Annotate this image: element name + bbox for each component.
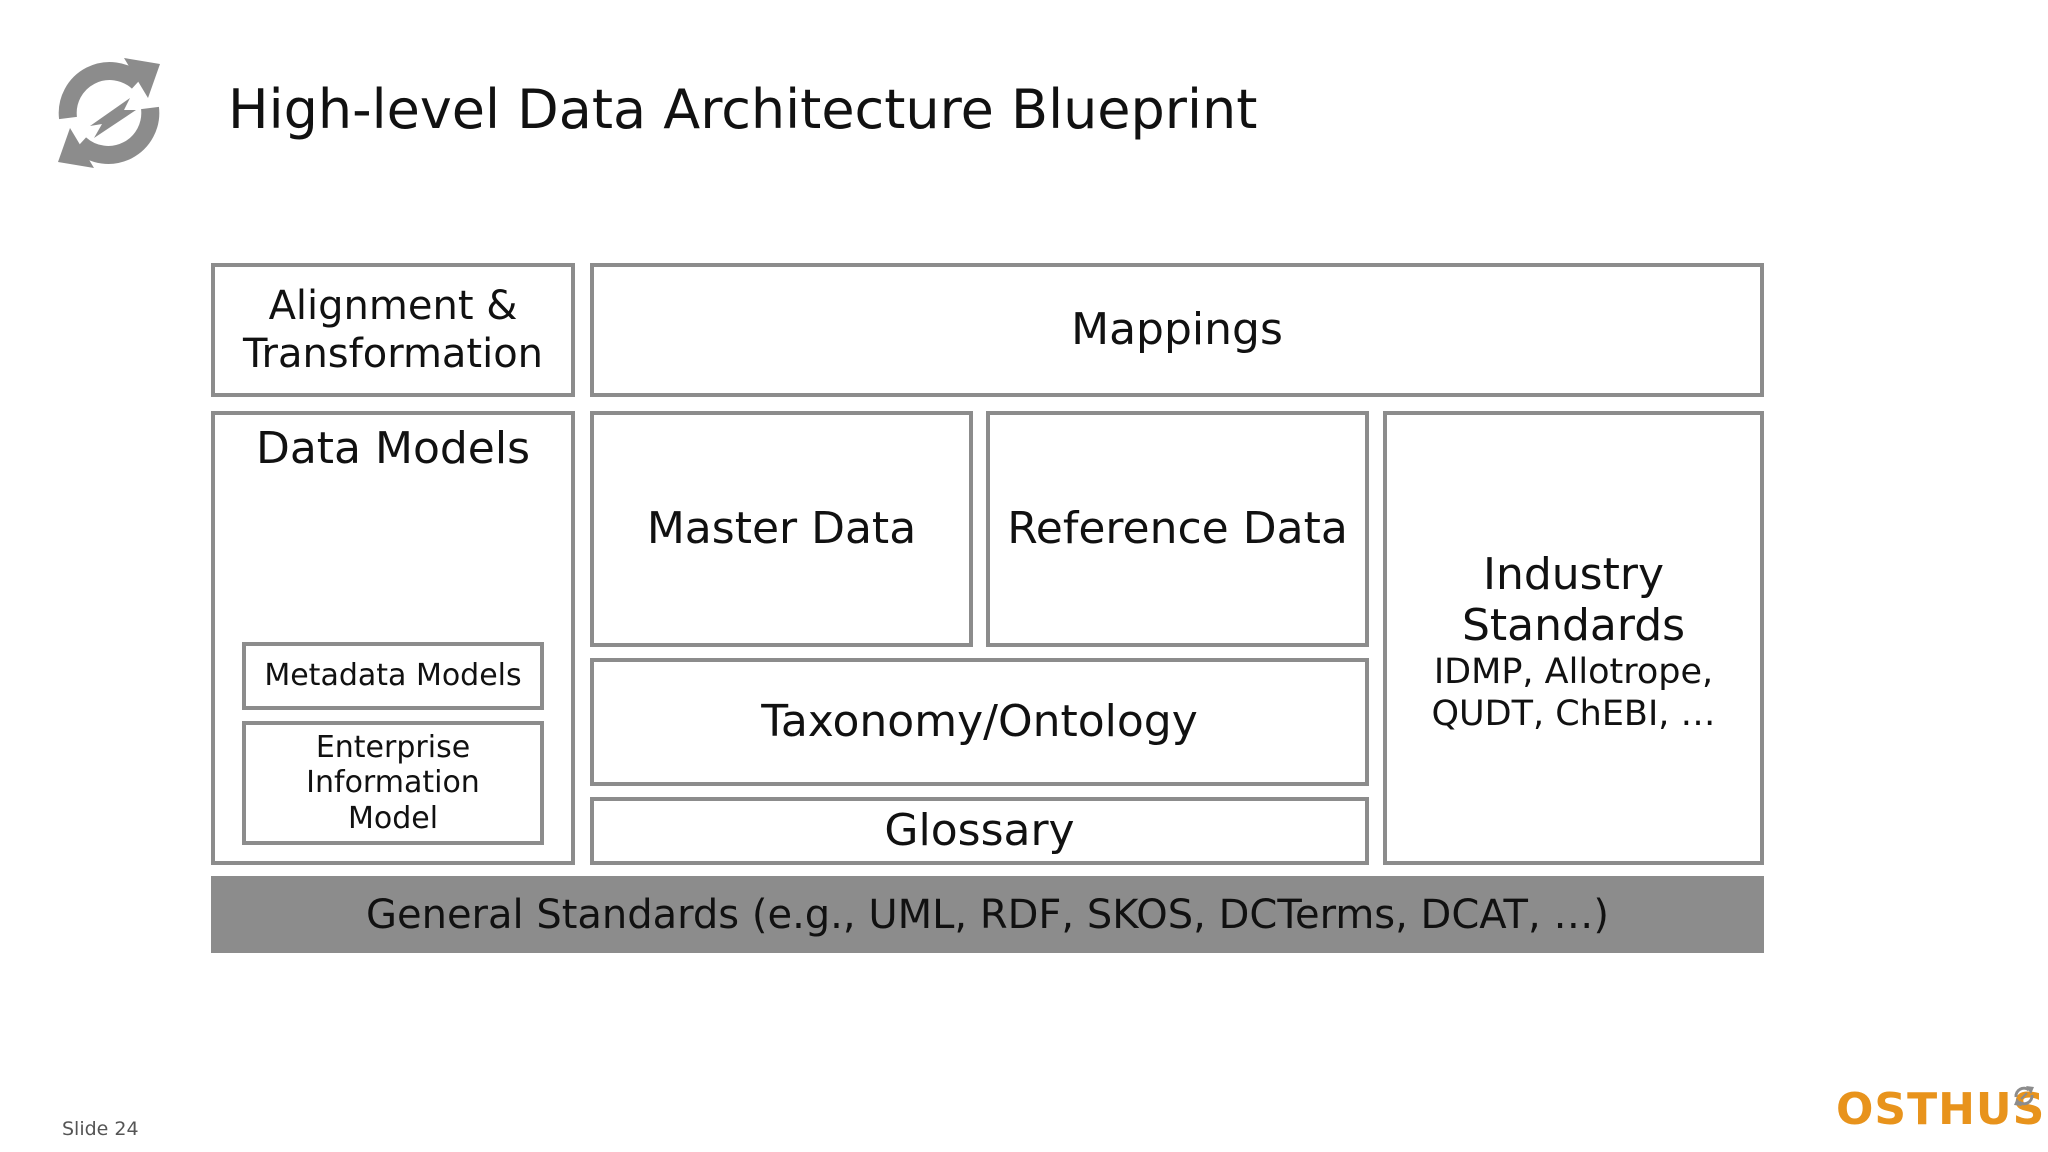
- header-logo: [48, 52, 170, 174]
- industry-standards-box: Industry Standards IDMP, Allotrope, QUDT…: [1383, 411, 1764, 865]
- osthus-brand-text: OSTHUS: [1836, 1084, 2046, 1135]
- industry-standards-line-2: Standards: [1461, 599, 1686, 651]
- alignment-transformation-box: Alignment & Transformation: [211, 263, 575, 397]
- master-data-box: Master Data: [590, 411, 973, 647]
- architecture-diagram: Alignment & Transformation Mappings Data…: [211, 263, 1764, 953]
- enterprise-information-model-box: Enterprise Information Model: [242, 721, 544, 845]
- mappings-box: Mappings: [590, 263, 1764, 397]
- reference-data-box: Reference Data: [986, 411, 1369, 647]
- industry-examples-line-2: QUDT, ChEBI, …: [1431, 694, 1716, 735]
- taxonomy-ontology-box: Taxonomy/Ontology: [590, 658, 1369, 786]
- glossary-box: Glossary: [590, 797, 1369, 865]
- metadata-models-label: Metadata Models: [264, 658, 522, 693]
- eim-line-1: Enterprise: [315, 729, 471, 765]
- reference-data-label: Reference Data: [1007, 502, 1348, 554]
- metadata-models-box: Metadata Models: [242, 642, 544, 710]
- page-title: High-level Data Architecture Blueprint: [228, 78, 1258, 141]
- small-sync-icon: [2014, 1086, 2034, 1106]
- slide-number: Slide 24: [62, 1118, 139, 1140]
- alignment-line-2: Transformation: [242, 331, 544, 377]
- mappings-label: Mappings: [1071, 303, 1283, 355]
- osthus-logo: OSTHUS: [1836, 1084, 2044, 1140]
- alignment-line-1: Alignment &: [268, 283, 518, 329]
- eim-line-2: Information: [306, 765, 480, 801]
- industry-standards-line-1: Industry: [1483, 549, 1664, 600]
- general-standards-label: General Standards (e.g., UML, RDF, SKOS,…: [365, 891, 1610, 938]
- sync-arrows-icon: [58, 58, 160, 168]
- taxonomy-ontology-label: Taxonomy/Ontology: [761, 695, 1198, 747]
- master-data-label: Master Data: [646, 502, 917, 554]
- eim-line-3: Model: [347, 800, 439, 836]
- glossary-label: Glossary: [884, 804, 1075, 856]
- data-models-label: Data Models: [255, 423, 531, 474]
- general-standards-bar: General Standards (e.g., UML, RDF, SKOS,…: [211, 876, 1764, 953]
- industry-examples-line-1: IDMP, Allotrope,: [1433, 652, 1714, 693]
